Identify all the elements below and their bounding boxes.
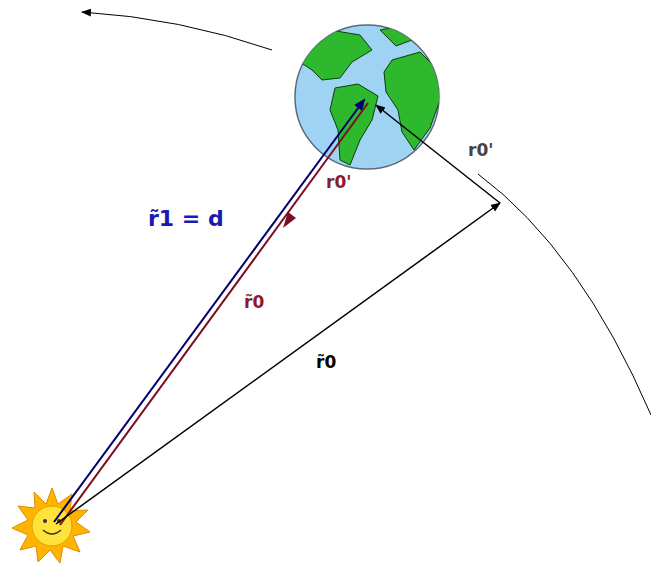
vector-arrow xyxy=(56,203,500,524)
vector-label: r̃0 xyxy=(314,352,338,372)
earth xyxy=(295,25,440,169)
vector-label: r0' xyxy=(324,172,353,192)
vector-arrow xyxy=(376,105,500,203)
vector-label: r0' xyxy=(466,140,495,160)
vector-label: r̃1 = d xyxy=(146,206,226,232)
arrowhead xyxy=(283,212,296,228)
vector-label: r̃0 xyxy=(242,292,266,312)
orbit-arc xyxy=(82,12,272,50)
vector-arrow xyxy=(60,103,368,525)
orbit-arc xyxy=(478,174,651,415)
vector-arrow xyxy=(54,100,364,522)
